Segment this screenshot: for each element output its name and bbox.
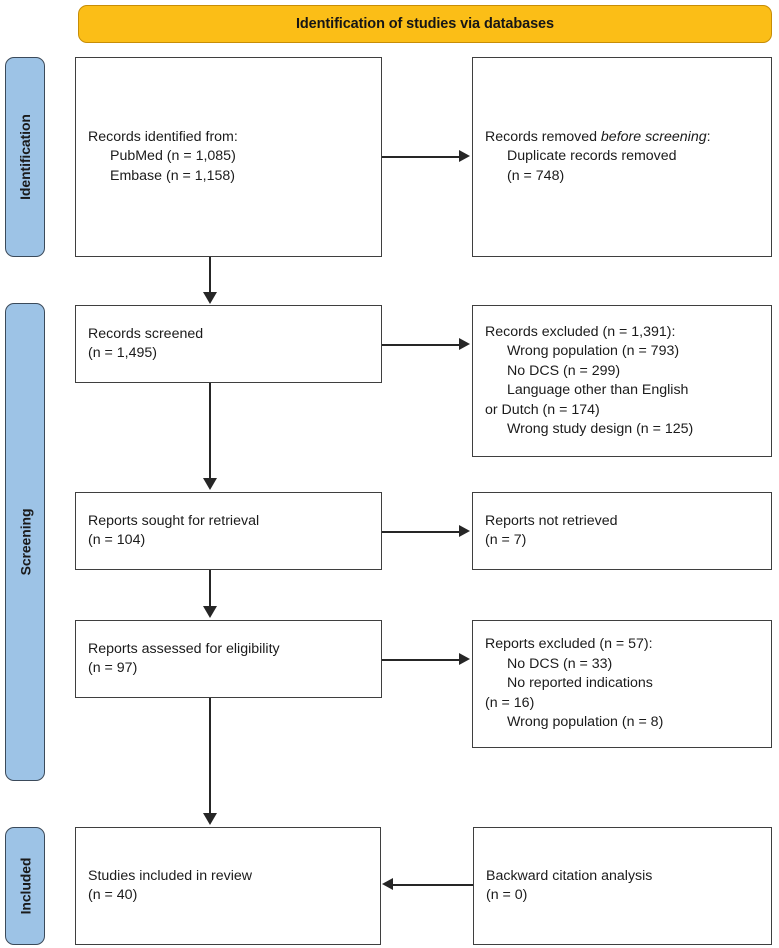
box-backward-citation-text: Backward citation analysis (n = 0)	[474, 867, 658, 906]
stage-label-included: Included	[5, 827, 45, 945]
reports-sought-line1: Reports sought for retrieval	[88, 512, 260, 529]
box-records-excluded: Records excluded (n = 1,391): Wrong popu…	[472, 305, 772, 457]
box-backward-citation-analysis: Backward citation analysis (n = 0)	[473, 827, 772, 945]
records-screened-line1: Records screened	[88, 325, 204, 342]
reports-sought-line2: (n = 104)	[88, 532, 146, 548]
connector-sought-to-assessed	[209, 570, 211, 608]
studies-included-line2: (n = 40)	[88, 887, 138, 903]
box-reports-assessed-text: Reports assessed for eligibility (n = 97…	[76, 640, 286, 679]
arrow-left-icon	[382, 878, 393, 890]
stage-label-included-text: Included	[17, 857, 34, 915]
connector-identified-to-removed	[382, 156, 461, 158]
box-records-removed: Records removed before screening: Duplic…	[472, 57, 772, 257]
records-removed-line1-end: :	[706, 128, 711, 145]
box-studies-included-text: Studies included in review (n = 40)	[76, 867, 258, 906]
records-removed-line2: Duplicate records removed	[507, 148, 677, 165]
arrow-right-icon	[459, 525, 470, 537]
stage-label-identification: Identification	[5, 57, 45, 257]
records-excluded-line1: Records excluded (n = 1,391):	[485, 323, 676, 340]
box-records-screened: Records screened (n = 1,495)	[75, 305, 382, 383]
box-records-identified-text: Records identified from: PubMed (n = 1,0…	[76, 128, 244, 187]
records-removed-line1-italic: before screening	[600, 128, 707, 145]
stage-label-identification-text: Identification	[17, 114, 33, 200]
arrow-down-icon	[203, 478, 217, 490]
box-records-excluded-text: Records excluded (n = 1,391): Wrong popu…	[473, 323, 699, 440]
reports-excluded-line1: Reports excluded (n = 57):	[485, 636, 653, 653]
reports-excluded-line5: Wrong population (n = 8)	[507, 714, 664, 731]
box-reports-not-retrieved: Reports not retrieved (n = 7)	[472, 492, 772, 570]
connector-backward-to-included	[392, 884, 473, 886]
reports-excluded-line3: No reported indications	[507, 675, 653, 692]
connector-assessed-to-included	[209, 698, 211, 815]
arrow-right-icon	[459, 338, 470, 350]
box-records-screened-text: Records screened (n = 1,495)	[76, 325, 209, 364]
records-removed-line3: (n = 748)	[507, 167, 565, 184]
stage-label-screening: Screening	[5, 303, 45, 781]
arrow-right-icon	[459, 150, 470, 162]
reports-not-retrieved-line1: Reports not retrieved	[485, 512, 618, 529]
records-identified-line2: PubMed (n = 1,085)	[110, 148, 236, 165]
stage-label-screening-text: Screening	[17, 508, 34, 576]
box-reports-excluded: Reports excluded (n = 57): No DCS (n = 3…	[472, 620, 772, 748]
box-reports-assessed: Reports assessed for eligibility (n = 97…	[75, 620, 382, 698]
studies-included-line1: Studies included in review	[88, 867, 253, 884]
box-reports-not-retrieved-text: Reports not retrieved (n = 7)	[473, 512, 623, 551]
header-banner: Identification of studies via databases	[78, 5, 772, 43]
records-excluded-line4: Language other than English	[507, 382, 689, 398]
connector-assessed-to-excluded	[382, 659, 461, 661]
arrow-down-icon	[203, 292, 217, 304]
records-excluded-line5: or Dutch (n = 174)	[485, 401, 600, 418]
box-reports-excluded-text: Reports excluded (n = 57): No DCS (n = 3…	[473, 635, 669, 733]
reports-assessed-line2: (n = 97)	[88, 660, 138, 676]
connector-identified-to-screened	[209, 257, 211, 294]
reports-excluded-line4: (n = 16)	[485, 694, 535, 711]
records-excluded-line3: No DCS (n = 299)	[507, 362, 621, 379]
backward-citation-line2: (n = 0)	[486, 887, 528, 903]
arrow-down-icon	[203, 606, 217, 618]
records-removed-line1: Records removed	[485, 128, 601, 145]
reports-not-retrieved-line2: (n = 7)	[485, 532, 527, 548]
box-reports-sought-text: Reports sought for retrieval (n = 104)	[76, 512, 265, 551]
reports-excluded-line2: No DCS (n = 33)	[507, 655, 613, 672]
records-excluded-line6: Wrong study design (n = 125)	[507, 421, 694, 437]
box-records-removed-text: Records removed before screening: Duplic…	[473, 128, 717, 187]
arrow-down-icon	[203, 813, 217, 825]
reports-assessed-line1: Reports assessed for eligibility	[88, 640, 280, 657]
connector-sought-to-not-retrieved	[382, 531, 461, 533]
box-studies-included: Studies included in review (n = 40)	[75, 827, 381, 945]
connector-screened-to-sought	[209, 383, 211, 480]
records-identified-line3: Embase (n = 1,158)	[110, 167, 235, 184]
records-excluded-line2: Wrong population (n = 793)	[507, 343, 680, 359]
records-screened-line2: (n = 1,495)	[88, 345, 158, 361]
box-reports-sought: Reports sought for retrieval (n = 104)	[75, 492, 382, 570]
header-banner-title: Identification of studies via databases	[296, 16, 554, 32]
records-identified-line1: Records identified from:	[88, 128, 238, 145]
arrow-right-icon	[459, 653, 470, 665]
backward-citation-line1: Backward citation analysis	[486, 867, 653, 884]
connector-screened-to-excluded	[382, 344, 461, 346]
box-records-identified: Records identified from: PubMed (n = 1,0…	[75, 57, 382, 257]
